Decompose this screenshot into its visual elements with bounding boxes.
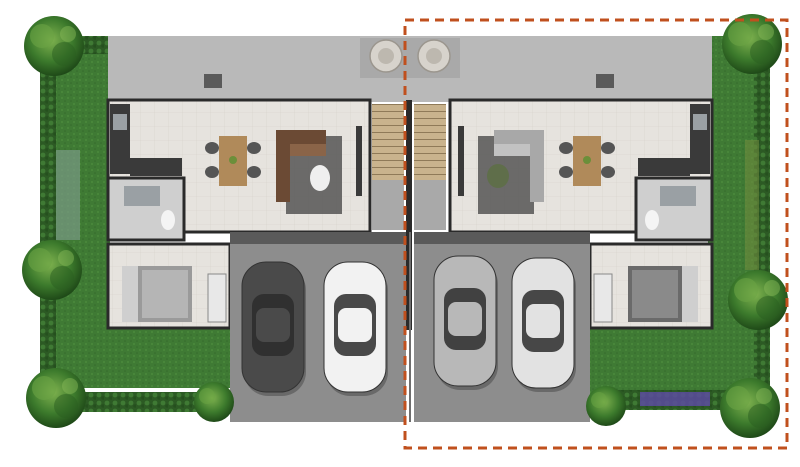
dining-table-icon: [205, 136, 261, 186]
car-icon: [511, 257, 576, 392]
ac-unit-icon: [596, 74, 614, 88]
car-icon: [241, 261, 306, 396]
kitchen-counter: [638, 158, 690, 176]
shrub-bed: [745, 140, 759, 270]
tree-icon: [722, 14, 782, 74]
sink-icon: [693, 114, 707, 130]
flower-bed: [640, 392, 710, 406]
sofa-icon: [494, 130, 544, 202]
hedge: [70, 392, 230, 412]
tree-icon: [194, 382, 234, 422]
wardrobe: [593, 273, 613, 323]
hedge: [40, 36, 56, 396]
entry-landing: [372, 180, 404, 230]
sink-icon: [113, 114, 127, 130]
tree-icon: [728, 270, 788, 330]
tree-icon: [720, 378, 780, 438]
toilet-icon: [161, 210, 175, 230]
right-unit: [414, 98, 714, 330]
car-icon: [323, 261, 388, 396]
planter-icon: [369, 39, 403, 73]
sofa-icon: [276, 130, 326, 202]
tree-icon: [22, 240, 82, 300]
tv-unit: [356, 126, 362, 196]
tree-icon: [26, 368, 86, 428]
entry-landing: [414, 180, 446, 230]
ac-unit-icon: [204, 74, 222, 88]
dining-table-icon: [559, 136, 615, 186]
coffee-table: [487, 164, 509, 188]
cars: [241, 255, 576, 396]
vanity: [660, 186, 696, 206]
shrub-bed: [56, 150, 80, 240]
wardrobe: [207, 273, 227, 323]
toilet-icon: [645, 210, 659, 230]
car-icon: [433, 255, 498, 390]
kitchen-counter: [130, 158, 182, 176]
bed-icon: [628, 266, 698, 322]
vanity: [124, 186, 160, 206]
tv-unit: [458, 126, 464, 196]
bed-icon: [122, 266, 192, 322]
tree-icon: [24, 16, 84, 76]
coffee-table: [310, 165, 330, 191]
planter-icon: [417, 39, 451, 73]
tree-icon: [586, 386, 626, 426]
party-wall: [406, 100, 412, 330]
